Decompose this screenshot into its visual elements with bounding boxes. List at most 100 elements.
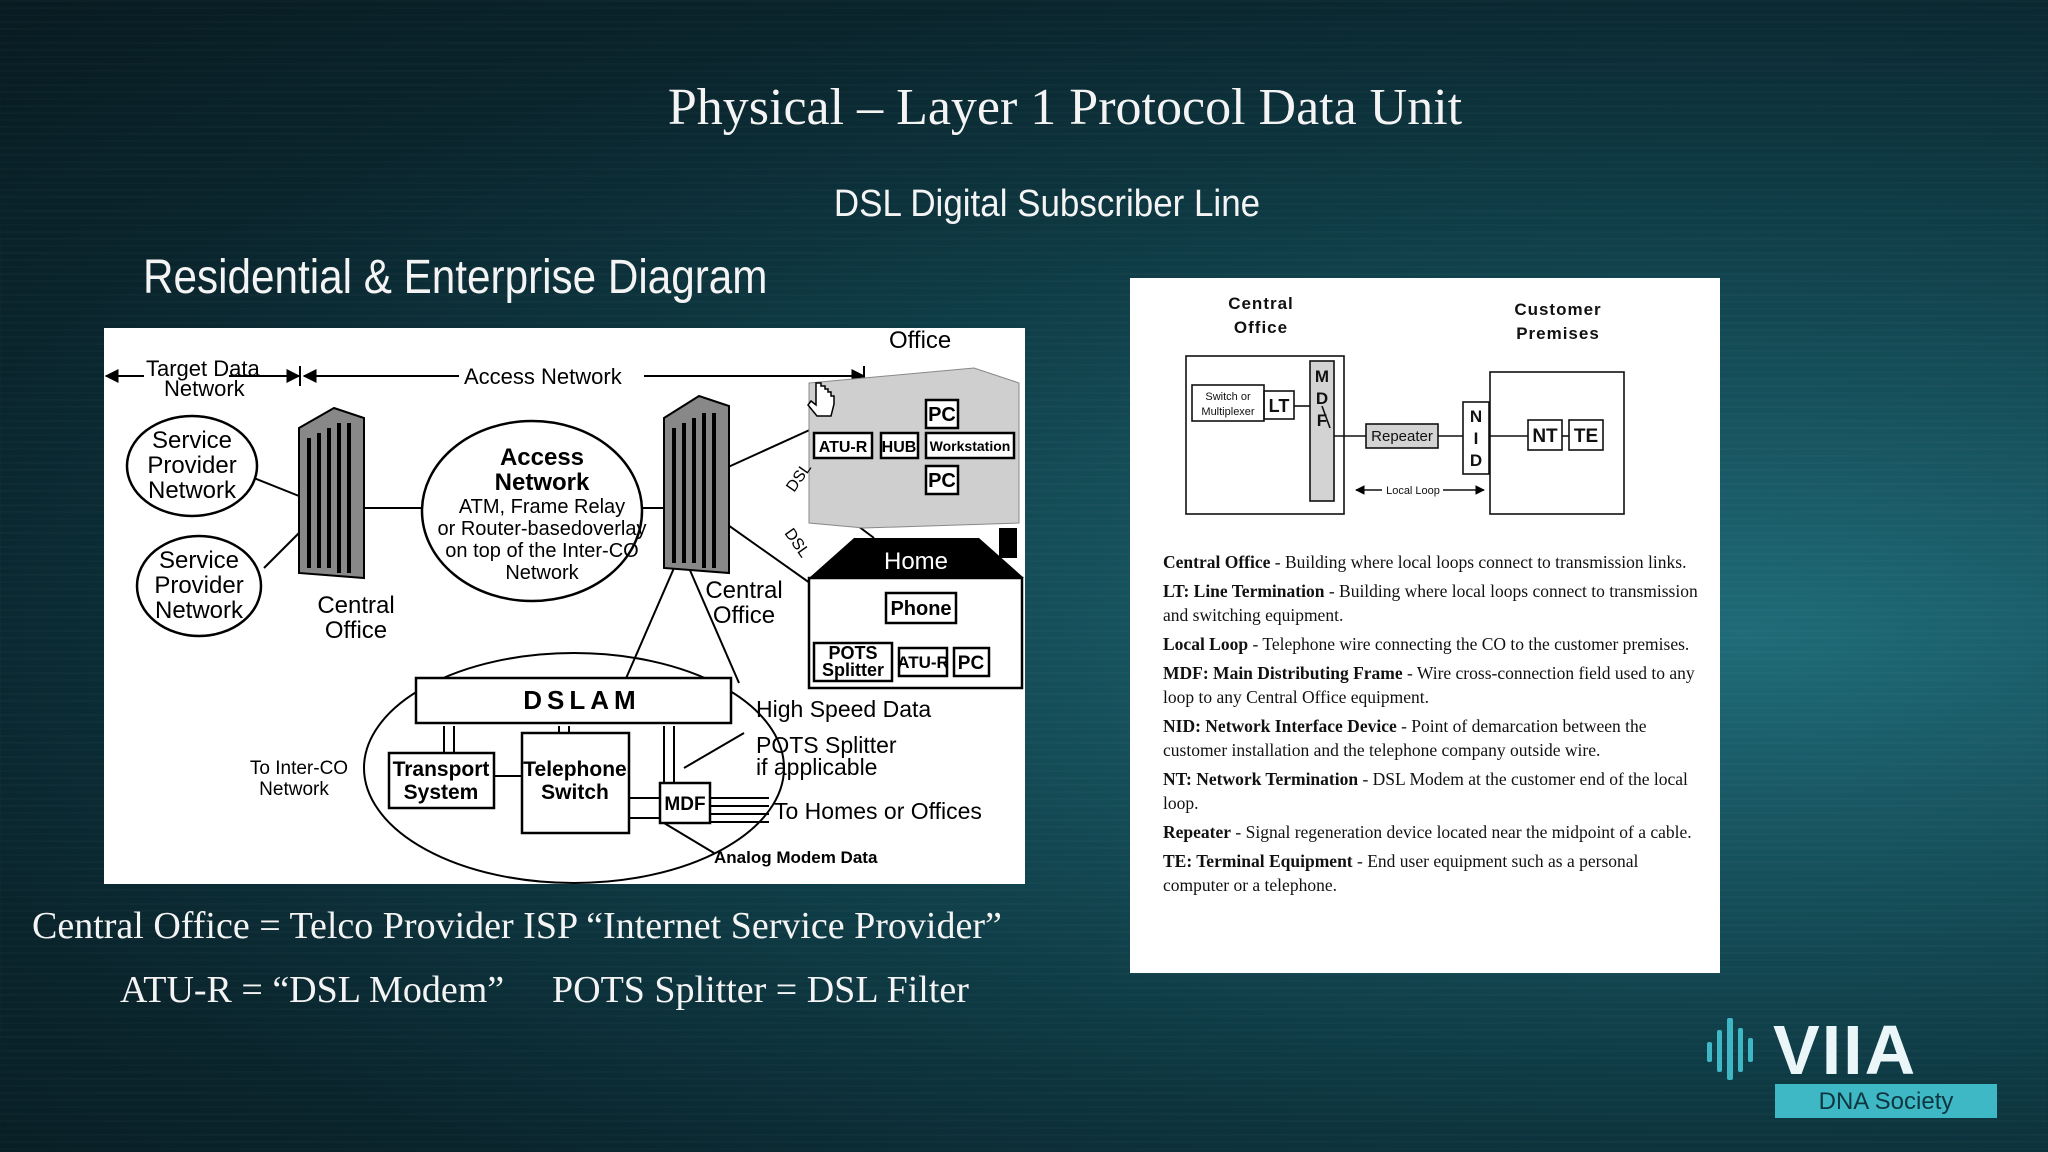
- legend-desc: - Signal regeneration device located nea…: [1231, 822, 1692, 842]
- pots-splitter-note-line-2: if applicable: [756, 754, 877, 780]
- slide-subtitle: DSL Digital Subscriber Line: [833, 183, 1261, 225]
- repeater-label: Repeater: [1371, 428, 1433, 445]
- central-office-right-line-1: Central: [705, 577, 782, 604]
- access-cloud-line-5: on top of the Inter-CO: [445, 540, 638, 562]
- service-provider-cloud-1: [125, 414, 259, 518]
- pots-splitter-box: [812, 641, 894, 683]
- legend-item: Local Loop - Telephone wire connecting t…: [1163, 632, 1703, 656]
- workstation-box: [924, 431, 1016, 460]
- sound-wave-icon: [1707, 1018, 1753, 1080]
- office-pc-1-box: [924, 398, 960, 430]
- central-office-right-building: [663, 394, 730, 575]
- legend-desc: - Point of demarcation between the custo…: [1163, 716, 1647, 760]
- transport-system-line-1: Transport: [393, 758, 490, 781]
- target-data-network-label-2: Network: [164, 376, 246, 401]
- target-data-network-label-1: Target Data: [146, 356, 260, 381]
- mdf-box: [658, 781, 712, 825]
- slide-title: Physical – Layer 1 Protocol Data Unit: [667, 79, 1463, 136]
- customer-premises-line-1: Customer: [1514, 300, 1601, 319]
- telephone-switch-box: [520, 731, 631, 835]
- to-inter-co-line-2: Network: [259, 779, 329, 800]
- caption-pots-splitter: POTS Splitter = DSL Filter: [552, 969, 969, 1011]
- access-cloud-line-6: Network: [505, 562, 579, 584]
- mdf-letter-f: F: [1317, 411, 1327, 430]
- viia-logo: VIIA DNA Society: [1705, 1010, 2005, 1120]
- dsl-network-diagram: Target Data Network Access Network Offic…: [104, 327, 1025, 884]
- legend-item: LT: Line Termination - Building where lo…: [1163, 579, 1703, 627]
- switch-mux-line-2: Multiplexer: [1201, 406, 1255, 418]
- customer-premises-box: [1489, 371, 1625, 515]
- lt-label: LT: [1269, 396, 1290, 416]
- legend-term: Repeater: [1163, 822, 1232, 842]
- local-loop-label: Local Loop: [1386, 485, 1440, 497]
- legend-term: MDF: Main Distributing Frame: [1163, 663, 1403, 683]
- viia-logo-svg: VIIA DNA Society: [1707, 1011, 1997, 1118]
- hub-label: HUB: [882, 439, 917, 456]
- central-office-left-building: [298, 406, 365, 580]
- legend-desc: - Building where local loops connect to …: [1163, 581, 1698, 625]
- dsl-components-panel: Central Office Customer Premises Swit: [1130, 278, 1720, 973]
- phone-label: Phone: [890, 598, 951, 620]
- mdf-label: MDF: [664, 794, 705, 815]
- lt-box: [1263, 390, 1295, 420]
- transport-system-line-2: System: [404, 781, 479, 804]
- nid-letter-n: N: [1470, 407, 1482, 426]
- legend-item: NID: Network Interface Device - Point of…: [1163, 714, 1703, 762]
- legend-desc: - Telephone wire connecting the CO to th…: [1248, 634, 1690, 654]
- service-provider-cloud-2: [135, 534, 263, 638]
- high-speed-data-label: High Speed Data: [756, 696, 931, 722]
- logo-tagline-bg: [1775, 1084, 1997, 1118]
- legend-item: Central Office - Building where local lo…: [1163, 550, 1703, 574]
- to-inter-co-line-1: To Inter-CO: [250, 758, 348, 779]
- legend-term: Central Office: [1163, 552, 1271, 572]
- service-provider-1-line-1: Service: [152, 427, 232, 454]
- access-cloud-line-4: or Router-basedoverlay: [438, 518, 647, 540]
- logo-wordmark: VIIA: [1773, 1011, 1917, 1089]
- office-atu-r-label: ATU-R: [819, 439, 868, 456]
- telephone-switch-line-2: Switch: [541, 781, 609, 804]
- central-office-left-line-1: Central: [317, 592, 394, 619]
- nid-letter-d: D: [1470, 451, 1482, 470]
- legend-list: Central Office - Building where local lo…: [1163, 550, 1703, 902]
- service-provider-2-line-3: Network: [155, 597, 244, 624]
- dsl-network-diagram-svg: Target Data Network Access Network Offic…: [104, 327, 1024, 884]
- pots-splitter-note-line-1: POTS Splitter: [756, 732, 897, 758]
- office-pc-2-label: PC: [928, 470, 956, 492]
- legend-term: Local Loop: [1163, 634, 1249, 654]
- legend-item: Repeater - Signal regeneration device lo…: [1163, 820, 1703, 844]
- central-office-box: [1185, 355, 1345, 515]
- central-office-line-2: Office: [1234, 318, 1288, 337]
- pots-splitter-box-line-2: Splitter: [822, 660, 884, 680]
- central-office-left-line-2: Office: [325, 617, 387, 644]
- caption-central-office: Central Office = Telco Provider ISP “Int…: [32, 905, 1002, 947]
- central-office-right-line-2: Office: [713, 602, 775, 629]
- legend-item: MDF: Main Distributing Frame - Wire cros…: [1163, 661, 1703, 709]
- legend-term: NID: Network Interface Device: [1163, 716, 1397, 736]
- mdf-frame: [1309, 360, 1335, 502]
- access-cloud-line-2: Network: [495, 469, 590, 496]
- legend-desc: - End user equipment such as a personal …: [1163, 851, 1639, 895]
- home-pc-label: PC: [958, 653, 985, 674]
- legend-desc: - DSL Modem at the customer end of the l…: [1163, 769, 1688, 813]
- workstation-label: Workstation: [930, 438, 1011, 454]
- access-cloud-line-1: Access: [500, 444, 584, 471]
- access-network-arrow-label: Access Network: [464, 364, 623, 389]
- service-provider-1-line-2: Provider: [147, 452, 236, 479]
- home-pc-box: [952, 646, 991, 678]
- central-office-line-1: Central: [1228, 294, 1294, 313]
- office-label: Office: [889, 328, 951, 354]
- service-provider-1-line-3: Network: [148, 477, 237, 504]
- logo-tagline: DNA Society: [1819, 1088, 1954, 1115]
- nid-letter-i: I: [1474, 429, 1479, 448]
- access-cloud-line-3: ATM, Frame Relay: [459, 496, 625, 518]
- home-atu-r-box: [897, 646, 949, 678]
- dsl-topology-svg: Central Office Customer Premises Swit: [1185, 294, 1625, 515]
- hub-box: [879, 431, 920, 460]
- te-label: TE: [1574, 426, 1598, 447]
- caption-atu-r: ATU-R = “DSL Modem”: [120, 969, 505, 1011]
- telephone-switch-line-1: Telephone: [523, 758, 626, 781]
- phone-box: [884, 591, 958, 625]
- mdf-letter-m: M: [1315, 367, 1329, 386]
- te-box: [1568, 419, 1604, 451]
- legend-item: TE: Terminal Equipment - End user equipm…: [1163, 849, 1703, 897]
